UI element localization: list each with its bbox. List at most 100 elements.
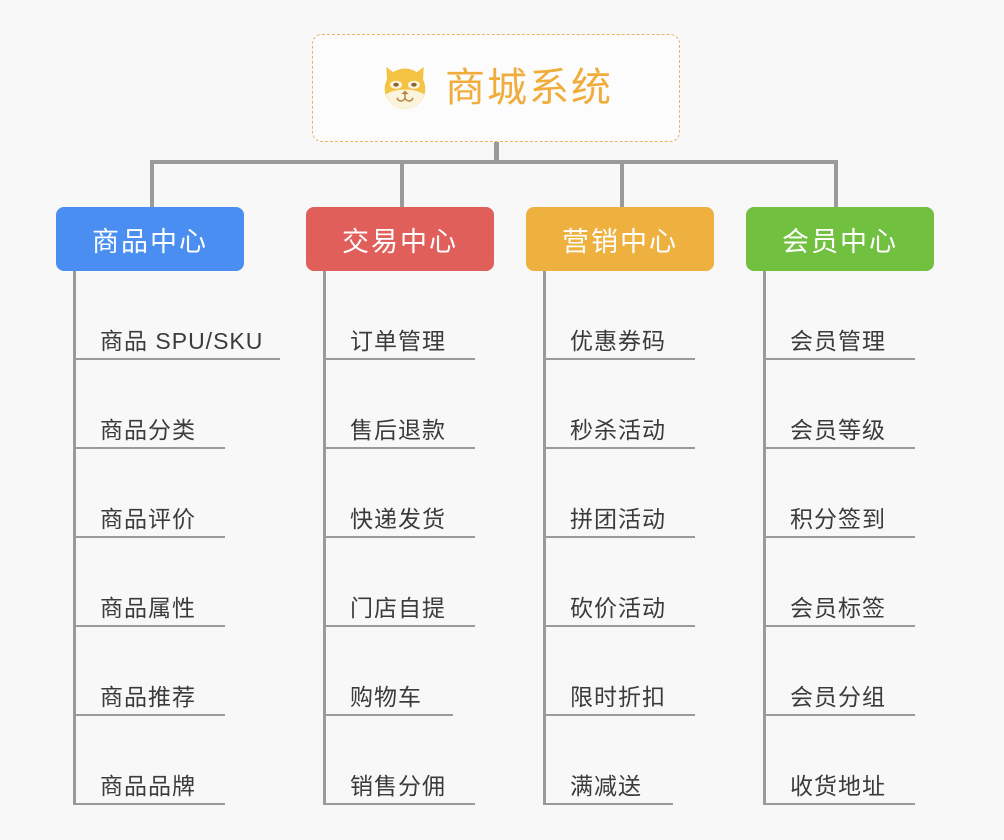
connector-horizontal-bus [150, 160, 838, 164]
branch-header-0[interactable]: 商品中心 [56, 207, 244, 271]
leaf-label: 商品品牌 [100, 772, 196, 799]
leaf-list-1: 订单管理 售后退款 快递发货 门店自提 购物车 销售分佣 [306, 271, 494, 805]
leaf-item[interactable]: 满减送 [526, 716, 714, 805]
leaf-label: 购物车 [350, 683, 422, 710]
branch-交易中心: 交易中心 订单管理 售后退款 快递发货 门店自提 购物车 [306, 207, 494, 805]
leaf-underline [73, 714, 225, 716]
leaf-item[interactable]: 会员等级 [746, 360, 934, 449]
leaf-item[interactable]: 优惠券码 [526, 271, 714, 360]
leaf-label: 秒杀活动 [570, 416, 666, 443]
leaf-underline [73, 625, 225, 627]
leaf-item[interactable]: 售后退款 [306, 360, 494, 449]
connector-root-stem [494, 142, 499, 164]
leaf-label: 会员管理 [790, 327, 886, 354]
leaf-underline [763, 714, 915, 716]
leaf-underline [323, 714, 453, 716]
leaf-item[interactable]: 商品品牌 [56, 716, 263, 805]
leaf-label: 限时折扣 [570, 683, 666, 710]
shiba-dog-emoji [384, 66, 426, 110]
connector-drop-branch-0 [150, 160, 154, 208]
leaf-underline [73, 803, 225, 805]
leaf-item[interactable]: 会员分组 [746, 627, 934, 716]
leaf-underline [763, 358, 915, 360]
leaf-underline [763, 536, 915, 538]
leaf-label: 快递发货 [350, 505, 446, 532]
leaf-item[interactable]: 会员管理 [746, 271, 934, 360]
branch-label-0: 商品中心 [92, 226, 208, 257]
leaf-underline [323, 803, 475, 805]
leaf-item[interactable]: 购物车 [306, 627, 494, 716]
leaf-label: 售后退款 [350, 416, 446, 443]
leaf-underline [73, 536, 225, 538]
leaf-item[interactable]: 订单管理 [306, 271, 494, 360]
leaf-underline [73, 358, 280, 360]
leaf-item[interactable]: 限时折扣 [526, 627, 714, 716]
leaf-underline [543, 625, 695, 627]
leaf-label: 优惠券码 [570, 327, 666, 354]
branch-trunk-3 [763, 271, 766, 805]
leaf-label: 商品推荐 [100, 683, 196, 710]
branch-trunk-2 [543, 271, 546, 805]
leaf-label: 销售分佣 [350, 772, 446, 799]
leaf-item[interactable]: 积分签到 [746, 449, 934, 538]
leaf-list-0: 商品 SPU/SKU 商品分类 商品评价 商品属性 商品推荐 商品品牌 [56, 271, 280, 805]
branch-label-1: 交易中心 [342, 226, 458, 257]
leaf-item[interactable]: 商品分类 [56, 360, 263, 449]
leaf-underline [323, 536, 475, 538]
connector-drop-branch-1 [400, 160, 404, 208]
leaf-label: 会员等级 [790, 416, 886, 443]
leaf-item[interactable]: 拼团活动 [526, 449, 714, 538]
connector-drop-branch-2 [620, 160, 624, 208]
leaf-underline [543, 714, 695, 716]
leaf-item[interactable]: 商品评价 [56, 449, 263, 538]
leaf-label: 会员标签 [790, 594, 886, 621]
leaf-underline [323, 447, 475, 449]
leaf-label: 收货地址 [790, 772, 886, 799]
leaf-underline [73, 447, 225, 449]
leaf-item[interactable]: 会员标签 [746, 538, 934, 627]
leaf-item[interactable]: 快递发货 [306, 449, 494, 538]
leaf-underline [763, 447, 915, 449]
leaf-underline [543, 358, 695, 360]
leaf-label: 商品属性 [100, 594, 196, 621]
branch-header-1[interactable]: 交易中心 [306, 207, 494, 271]
leaf-item[interactable]: 门店自提 [306, 538, 494, 627]
leaf-list-2: 优惠券码 秒杀活动 拼团活动 砍价活动 限时折扣 满减送 [526, 271, 714, 805]
leaf-underline [763, 625, 915, 627]
leaf-label: 商品评价 [100, 505, 196, 532]
leaf-label: 会员分组 [790, 683, 886, 710]
leaf-item[interactable]: 商品推荐 [56, 627, 263, 716]
leaf-label: 商品 SPU/SKU [100, 327, 264, 354]
leaf-item[interactable]: 商品 SPU/SKU [56, 271, 280, 360]
leaf-label: 砍价活动 [570, 594, 666, 621]
leaf-underline [763, 803, 915, 805]
leaf-item[interactable]: 销售分佣 [306, 716, 494, 805]
connector-drop-branch-3 [834, 160, 838, 208]
leaf-underline [543, 447, 695, 449]
leaf-label: 满减送 [570, 772, 642, 799]
leaf-label: 门店自提 [350, 594, 446, 621]
branch-商品中心: 商品中心 商品 SPU/SKU 商品分类 商品评价 商品属性 商品推荐 [56, 207, 280, 805]
leaf-label: 拼团活动 [570, 505, 666, 532]
leaf-underline [543, 803, 673, 805]
branch-header-2[interactable]: 营销中心 [526, 207, 714, 271]
branch-会员中心: 会员中心 会员管理 会员等级 积分签到 会员标签 会员分组 [746, 207, 934, 805]
leaf-list-3: 会员管理 会员等级 积分签到 会员标签 会员分组 收货地址 [746, 271, 934, 805]
leaf-label: 订单管理 [350, 327, 446, 354]
leaf-underline [543, 536, 695, 538]
leaf-item[interactable]: 商品属性 [56, 538, 263, 627]
root-title: 商城系统 [445, 66, 613, 110]
leaf-label: 商品分类 [100, 416, 196, 443]
leaf-item[interactable]: 砍价活动 [526, 538, 714, 627]
leaf-underline [323, 358, 475, 360]
branch-label-2: 营销中心 [562, 226, 678, 257]
leaf-item[interactable]: 收货地址 [746, 716, 934, 805]
branch-header-3[interactable]: 会员中心 [746, 207, 934, 271]
leaf-underline [323, 625, 475, 627]
branch-label-3: 会员中心 [782, 226, 898, 257]
branch-trunk-1 [323, 271, 326, 805]
leaf-item[interactable]: 秒杀活动 [526, 360, 714, 449]
leaf-label: 积分签到 [790, 505, 886, 532]
root-node[interactable]: 商城系统 [312, 34, 680, 142]
